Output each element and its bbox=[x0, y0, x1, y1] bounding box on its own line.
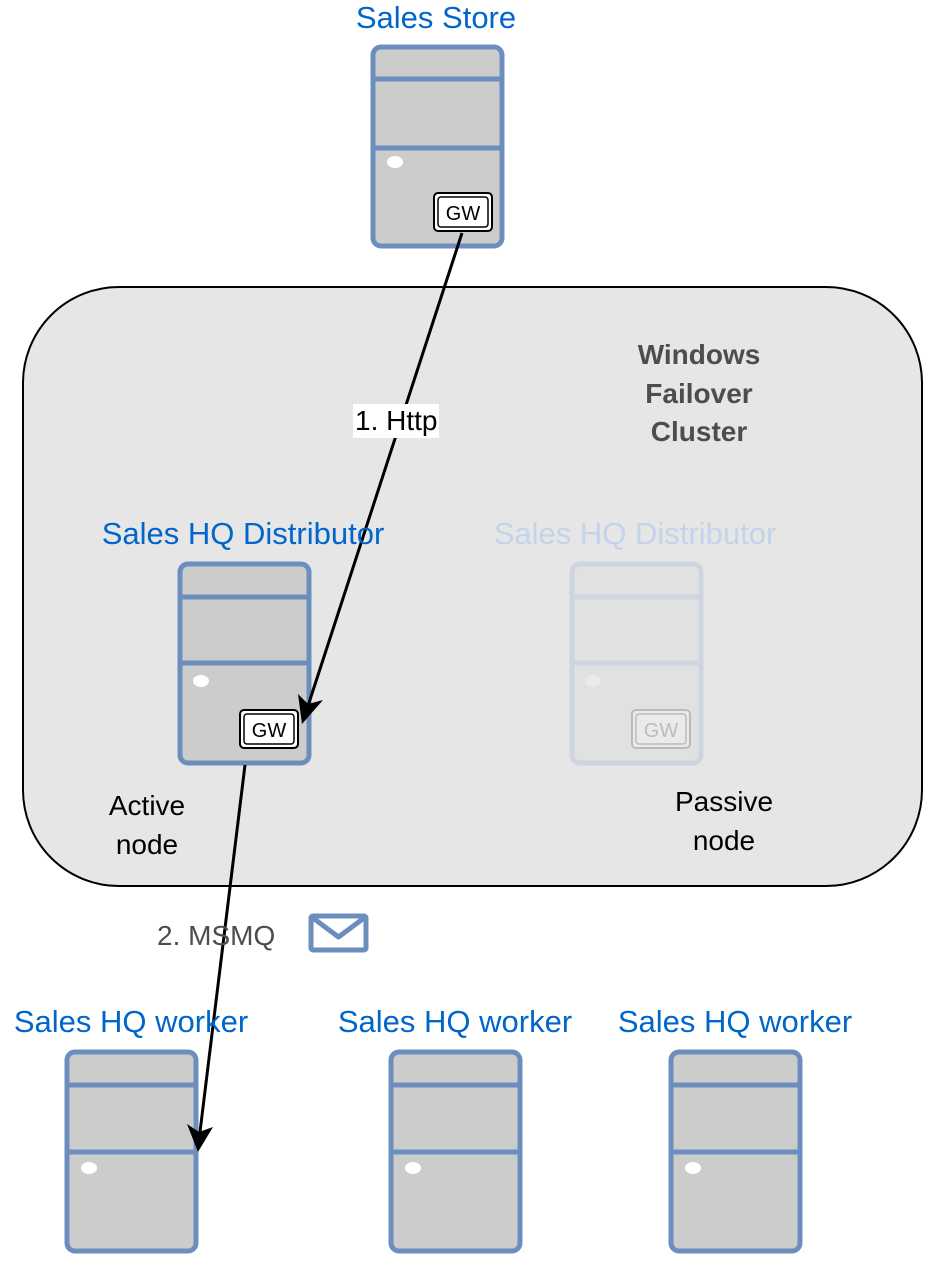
cluster-title-line-3: Cluster bbox=[650, 416, 748, 447]
worker-1-server-icon[interactable] bbox=[64, 1049, 199, 1254]
passive-node-line-1: Passive bbox=[674, 786, 774, 817]
msmq-edge-arrow[interactable] bbox=[187, 764, 247, 1152]
cluster-title: Windows Failover Cluster bbox=[599, 336, 799, 452]
active-node-line-1: Active bbox=[108, 790, 186, 821]
cluster-title-line-2: Failover bbox=[645, 377, 753, 409]
active-node-label: Active node bbox=[77, 786, 217, 864]
sales-store-gateway-label: GW bbox=[446, 203, 481, 225]
sales-store-gateway-icon: GW bbox=[433, 192, 493, 232]
cluster-title-line-1: Windows bbox=[637, 339, 761, 370]
worker-3-label: Sales HQ worker bbox=[617, 1004, 853, 1039]
http-edge-arrow[interactable] bbox=[298, 232, 464, 724]
passive-node-line-2: node bbox=[692, 825, 756, 856]
active-node-line-2: node bbox=[115, 829, 179, 860]
worker-1-label: Sales HQ worker bbox=[13, 1004, 249, 1039]
passive-distributor-server-icon[interactable]: GW bbox=[569, 561, 704, 766]
active-distributor-gateway-icon: GW bbox=[239, 709, 299, 749]
http-edge-label: 1. Http bbox=[353, 404, 440, 438]
sales-store-label: Sales Store bbox=[355, 0, 517, 35]
msmq-edge-label: 2. MSMQ bbox=[157, 920, 276, 951]
passive-node-label: Passive node bbox=[654, 782, 794, 860]
envelope-icon bbox=[308, 913, 369, 953]
active-distributor-server-icon[interactable]: GW bbox=[177, 561, 312, 766]
active-distributor-label: Sales HQ Distributor bbox=[101, 516, 385, 551]
worker-2-label: Sales HQ worker bbox=[337, 1004, 573, 1039]
active-distributor-gateway-label: GW bbox=[252, 720, 287, 742]
passive-distributor-gateway-icon: GW bbox=[631, 709, 691, 749]
passive-distributor-label: Sales HQ Distributor bbox=[493, 516, 777, 551]
worker-2-server-icon[interactable] bbox=[388, 1049, 523, 1254]
sales-store-server-icon[interactable]: GW bbox=[370, 44, 505, 249]
passive-distributor-gateway-label: GW bbox=[644, 720, 679, 742]
worker-3-server-icon[interactable] bbox=[668, 1049, 803, 1254]
